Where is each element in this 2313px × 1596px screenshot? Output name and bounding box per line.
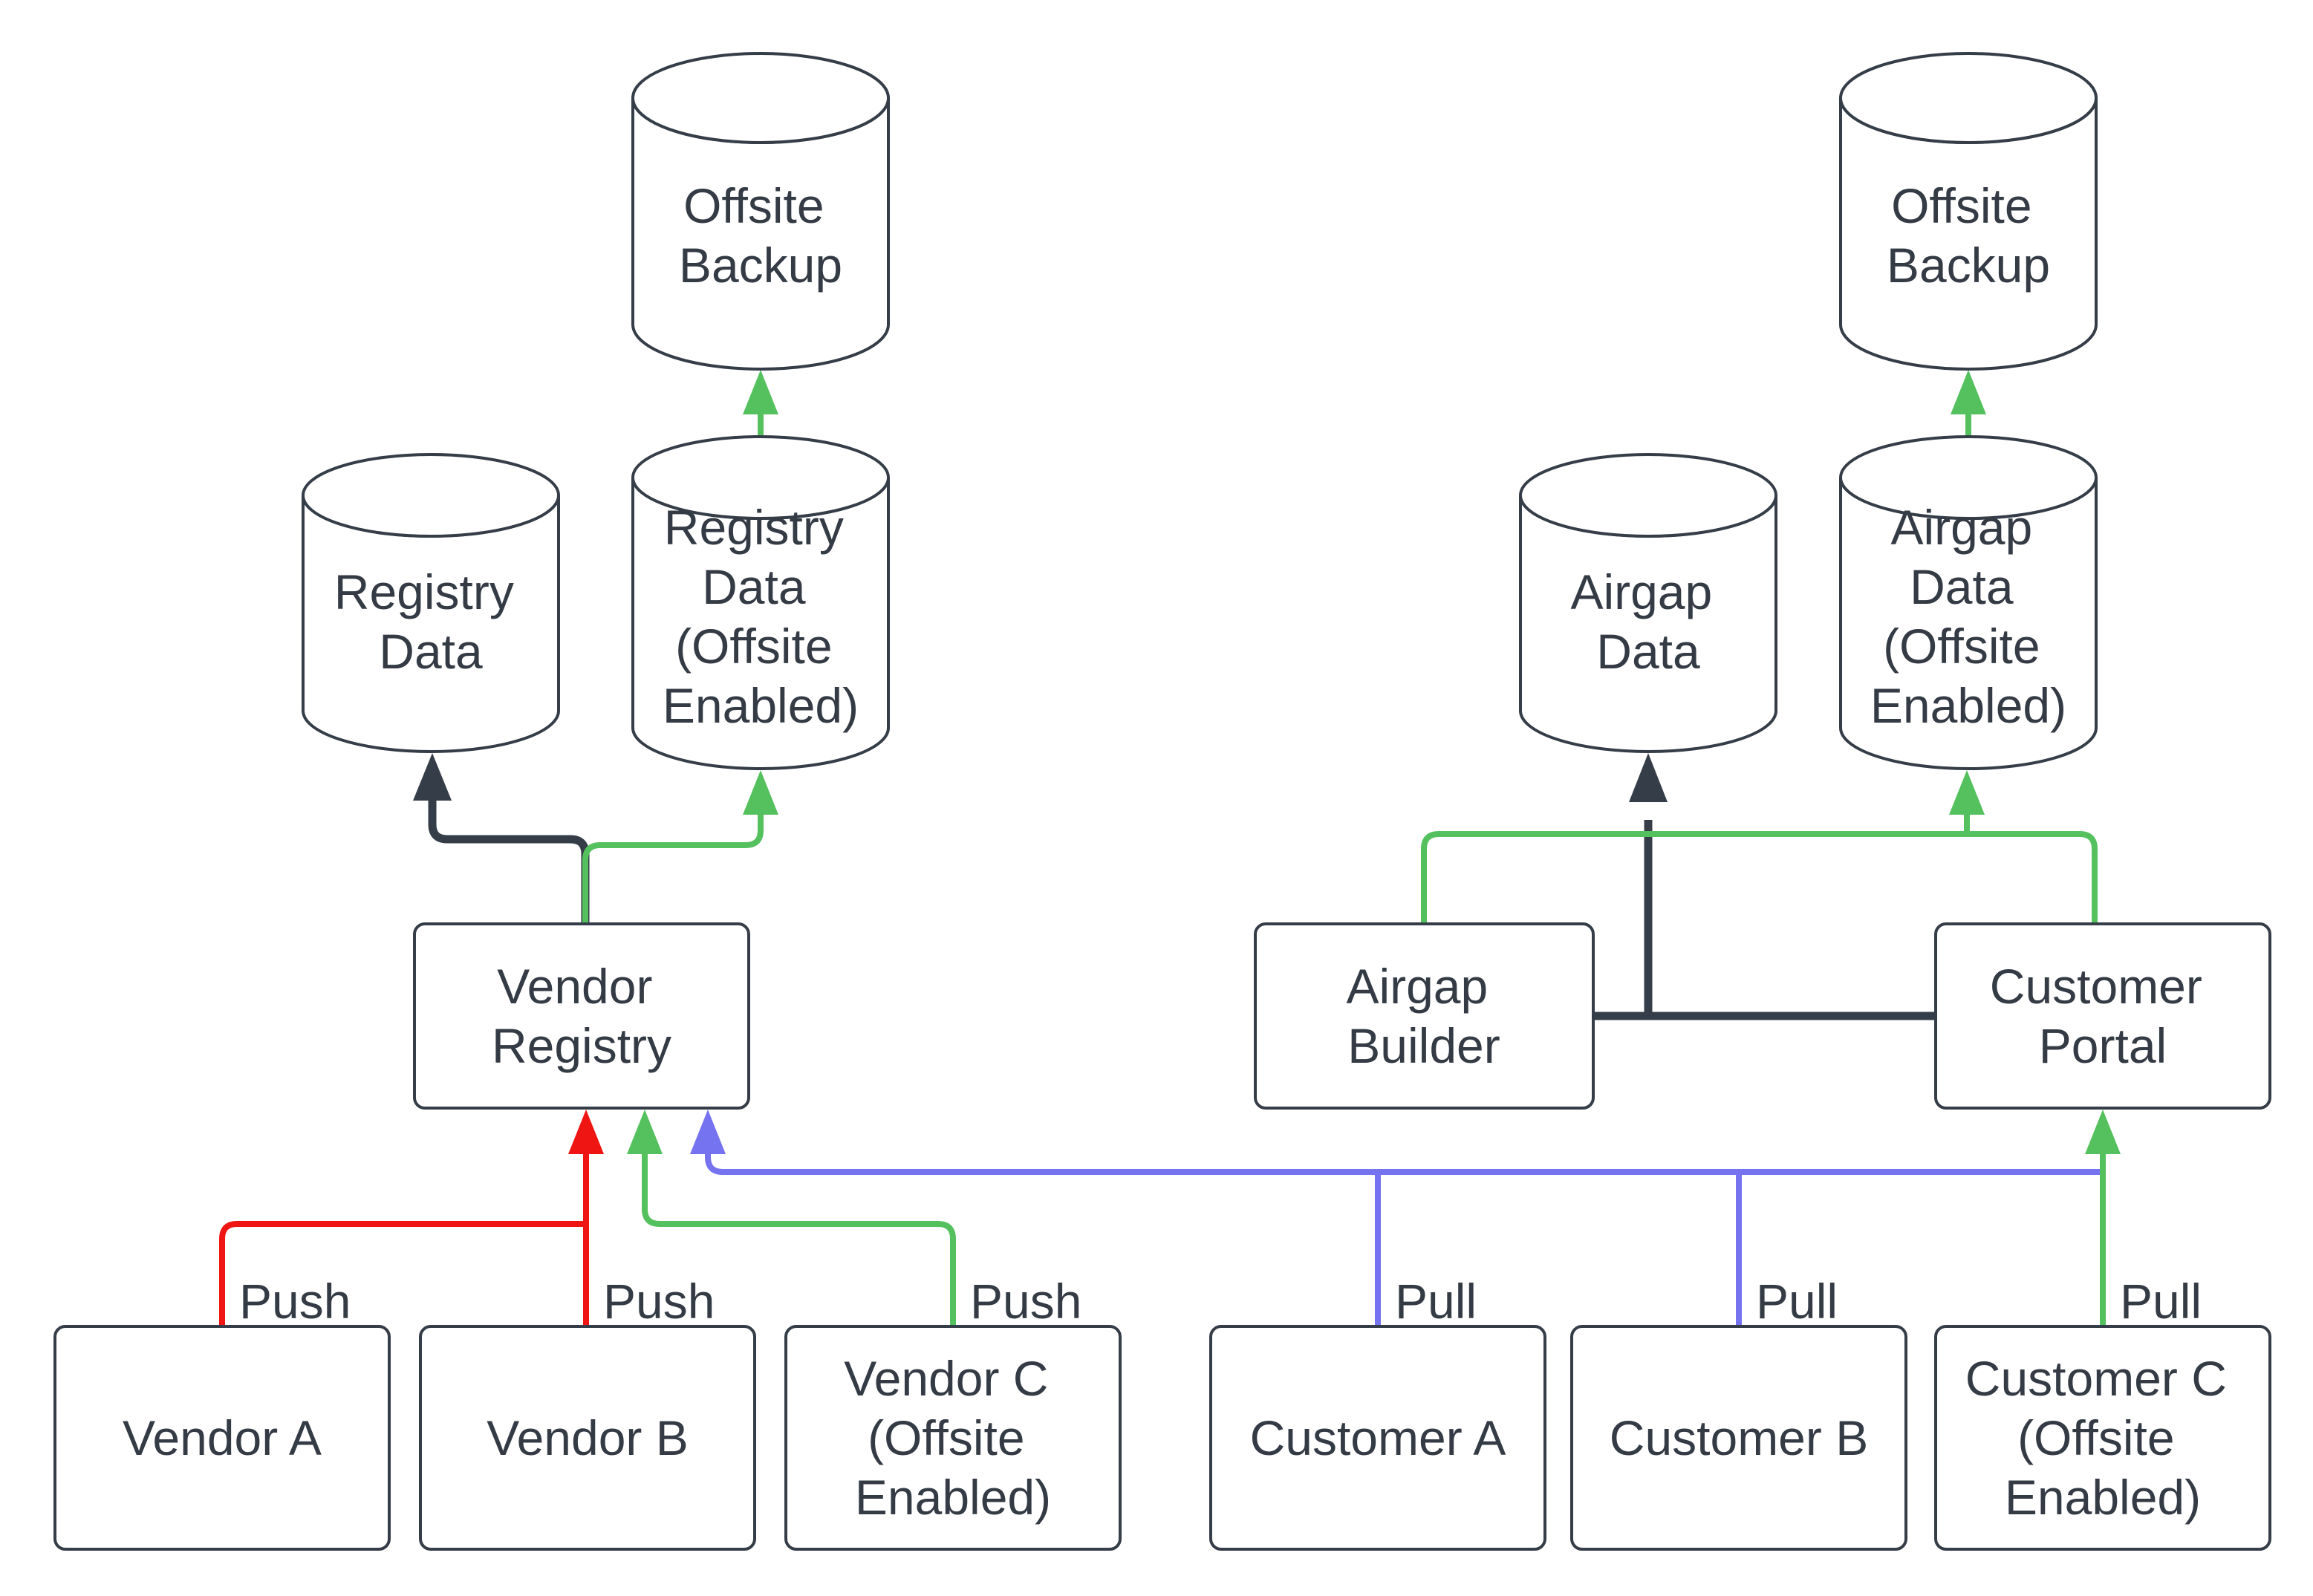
cylinder-top	[631, 52, 890, 144]
node-label: Registry Data	[334, 564, 527, 679]
arrowhead-up-icon	[627, 1110, 663, 1154]
cylinder-top	[1839, 52, 2098, 144]
process-box	[1934, 922, 2271, 1110]
process-box	[413, 922, 750, 1110]
node-registry-data: Registry Data	[302, 453, 560, 753]
node-label: Vendor A	[123, 1410, 322, 1465]
process-box	[784, 1325, 1122, 1551]
arrowhead-up-icon	[568, 1110, 604, 1154]
arrowhead-up-icon	[1951, 370, 1986, 414]
arrowhead-up-icon	[1629, 753, 1668, 802]
node-customer-c: Customer C (Offsite Enabled)	[1934, 1325, 2271, 1551]
edge-label-push-vendor-c: Push	[970, 1274, 1081, 1329]
node-label: Offsite Backup	[679, 178, 842, 293]
node-customer-b: Customer B	[1570, 1325, 1907, 1551]
edge-label-pull-customer-a: Pull	[1395, 1274, 1477, 1329]
edge-line	[219, 1221, 586, 1326]
process-box	[1254, 922, 1595, 1110]
edge-customers-to-vendor-registry	[690, 1110, 2103, 1326]
node-label: Offsite Backup	[1887, 178, 2050, 293]
edge-label-push-vendor-a: Push	[239, 1274, 351, 1329]
edge-registry-data-offsite-to-offsite-backup	[743, 370, 778, 437]
node-label: Airgap Data	[1570, 564, 1725, 679]
process-box	[1570, 1325, 1907, 1551]
node-label: Vendor Registry	[492, 959, 671, 1073]
edge-line	[428, 799, 590, 924]
process-box	[1209, 1325, 1546, 1551]
edge-vendor-c-to-vendor-registry	[627, 1110, 956, 1326]
node-label: Customer A	[1250, 1410, 1506, 1465]
node-label: Customer B	[1610, 1410, 1868, 1465]
edge-builder-portal-to-airgap-data-offsite	[1421, 770, 2098, 924]
edge-airgap-data-offsite-to-offsite-backup	[1951, 370, 1986, 437]
edge-line	[642, 1153, 956, 1326]
arrowhead-up-icon	[690, 1110, 726, 1154]
node-label: Vendor B	[487, 1410, 689, 1465]
edge-label-push-vendor-b: Push	[603, 1274, 715, 1329]
process-box	[419, 1325, 756, 1551]
node-label: Vendor C (Offsite Enabled)	[844, 1351, 1062, 1525]
edge-customer-c-to-customer-portal	[2085, 1110, 2121, 1326]
process-box	[1934, 1325, 2271, 1551]
node-registry-data-offsite: Registry Data (Offsite Enabled)	[631, 435, 890, 770]
node-label: Airgap Builder	[1346, 959, 1501, 1073]
arrowhead-up-icon	[743, 770, 778, 815]
edge-builder-portal-to-airgap-data	[1593, 753, 1936, 1020]
node-offsite-backup-right: Offsite Backup	[1839, 52, 2098, 371]
cylinder-top	[302, 453, 560, 538]
cylinder-top	[1839, 435, 2098, 520]
cylinder-top	[631, 435, 890, 520]
node-customer-portal: Customer Portal	[1934, 922, 2271, 1110]
node-label: Airgap Data (Offsite Enabled)	[1870, 500, 2066, 733]
process-box	[53, 1325, 391, 1551]
edge-vendor-registry-to-registry-data	[413, 753, 590, 924]
cylinder-top	[1519, 453, 1777, 538]
edge-vendor-registry-to-registry-data-offsite	[582, 770, 778, 924]
edge-line	[1421, 831, 2098, 924]
edge-line	[705, 1153, 2103, 1175]
arrowhead-up-icon	[1949, 770, 1985, 815]
edge-vendors-to-vendor-registry	[219, 1110, 604, 1326]
arrowhead-up-icon	[2085, 1110, 2121, 1154]
node-airgap-builder: Airgap Builder	[1254, 922, 1595, 1110]
node-airgap-data: Airgap Data	[1519, 453, 1777, 753]
node-label: Registry Data (Offsite Enabled)	[663, 500, 859, 733]
node-airgap-data-offsite: Airgap Data (Offsite Enabled)	[1839, 435, 2098, 770]
edge-label-pull-customer-c: Pull	[2120, 1274, 2202, 1329]
arrowhead-up-icon	[413, 753, 452, 801]
node-vendor-c: Vendor C (Offsite Enabled)	[784, 1325, 1122, 1551]
node-vendor-a: Vendor A	[53, 1325, 391, 1551]
node-vendor-b: Vendor B	[419, 1325, 756, 1551]
node-customer-a: Customer A	[1209, 1325, 1546, 1551]
node-label: Customer Portal	[1990, 959, 2216, 1073]
node-label: Customer C (Offsite Enabled)	[1965, 1351, 2240, 1525]
edge-line	[582, 813, 764, 924]
arrowhead-up-icon	[743, 370, 778, 414]
edge-label-pull-customer-b: Pull	[1756, 1274, 1838, 1329]
node-offsite-backup-left: Offsite Backup	[631, 52, 890, 371]
node-vendor-registry: Vendor Registry	[413, 922, 750, 1110]
